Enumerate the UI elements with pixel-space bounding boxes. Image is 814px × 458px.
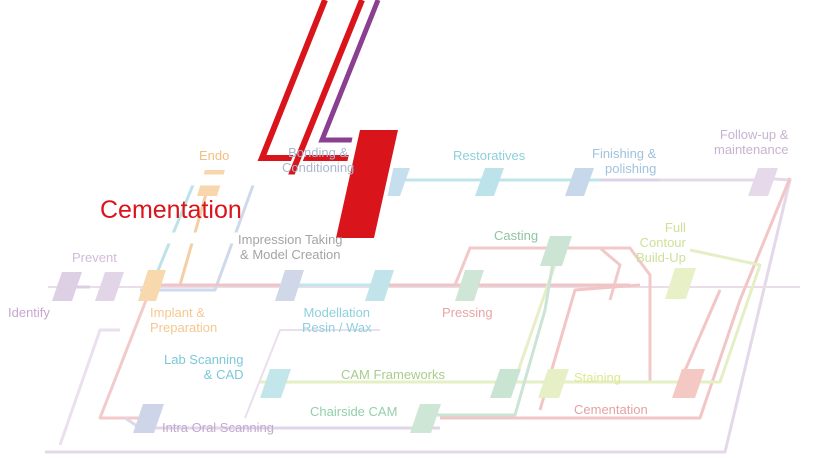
- label-restoratives[interactable]: Restoratives: [453, 148, 526, 163]
- label-cementation-small[interactable]: Cementation: [574, 402, 648, 417]
- node-prevent[interactable]: [95, 272, 124, 301]
- label-pressing[interactable]: Pressing: [442, 305, 493, 320]
- label-identify[interactable]: Identify: [8, 305, 50, 320]
- label-prevent[interactable]: Prevent: [72, 250, 117, 265]
- label-modellation[interactable]: Modellation Resin / Wax: [302, 305, 372, 335]
- label-lab-scanning[interactable]: Lab Scanning & CAD: [164, 352, 244, 382]
- node-pressing[interactable]: [455, 270, 484, 301]
- node-lab-scanning[interactable]: [260, 369, 291, 398]
- node-cementation-highlight[interactable]: [336, 130, 398, 238]
- label-implant[interactable]: Implant & Preparation: [150, 305, 218, 335]
- node-chairside[interactable]: [410, 404, 441, 433]
- label-impression[interactable]: Impression Taking & Model Creation: [238, 232, 343, 262]
- label-finishing[interactable]: Finishing & polishing: [592, 146, 657, 176]
- node-staining[interactable]: [538, 369, 569, 398]
- label-casting[interactable]: Casting: [494, 228, 539, 243]
- node-full-contour[interactable]: [665, 268, 696, 299]
- label-staining[interactable]: Staining: [574, 370, 621, 385]
- node-casting[interactable]: [540, 236, 572, 266]
- label-intraoral[interactable]: Intra Oral Scanning: [162, 420, 275, 435]
- node-identify[interactable]: [52, 272, 82, 301]
- node-followup[interactable]: [748, 168, 778, 196]
- node-finishing[interactable]: [565, 168, 594, 196]
- node-implant[interactable]: [138, 270, 166, 301]
- node-intraoral[interactable]: [133, 404, 164, 433]
- label-endo[interactable]: Endo: [199, 148, 230, 163]
- label-full-contour[interactable]: Full Contour Build-Up: [636, 220, 686, 265]
- label-followup[interactable]: Follow-up & maintenance: [714, 127, 789, 157]
- node-restoratives[interactable]: [475, 168, 504, 196]
- node-impression[interactable]: [275, 270, 304, 301]
- node-cementation-small[interactable]: [672, 369, 705, 398]
- node-modellation[interactable]: [365, 270, 394, 301]
- node-cam-frameworks[interactable]: [490, 369, 521, 398]
- label-cam-frameworks[interactable]: CAM Frameworks: [341, 367, 446, 382]
- label-bonding[interactable]: Bonding & Conditioning: [282, 145, 355, 175]
- label-chairside[interactable]: Chairside CAM: [310, 404, 398, 419]
- label-cementation-highlight[interactable]: Cementation: [100, 196, 242, 224]
